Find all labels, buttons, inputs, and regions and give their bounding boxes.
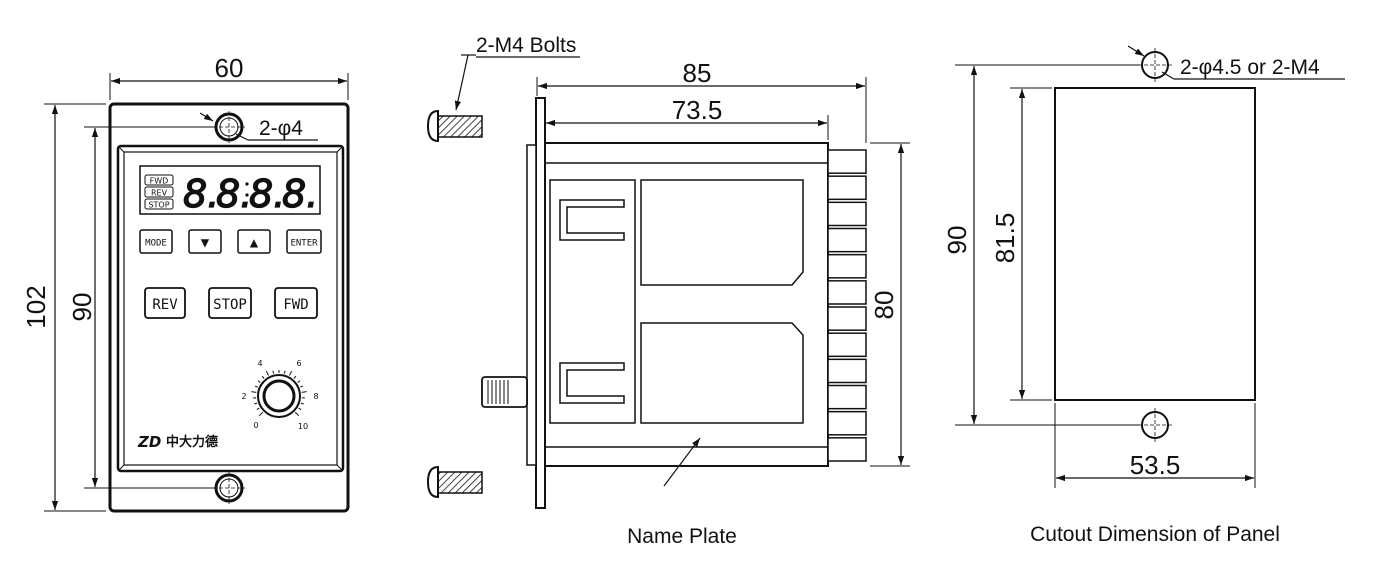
front-inner-height-dim: 90 — [67, 293, 97, 322]
front-outer-height-dim: 102 — [21, 285, 51, 328]
knob-tick — [254, 402, 258, 405]
terminal-fin — [827, 227, 867, 253]
status-indicators: FWD REV STOP — [144, 174, 174, 210]
down-button[interactable]: ▼ — [188, 229, 222, 254]
knob-scale-ticks — [251, 370, 307, 417]
knob-label-6: 6 — [296, 359, 301, 368]
knob-tick — [301, 391, 307, 393]
knob-label-8: 8 — [313, 392, 318, 401]
upper-bolt — [426, 109, 483, 143]
terminal-fin — [827, 280, 867, 305]
terminal-block — [827, 149, 867, 462]
knob-tick — [261, 375, 265, 379]
enter-button-label: ENTER — [290, 239, 318, 249]
terminal-fin — [827, 437, 867, 462]
terminal-fin — [827, 175, 867, 201]
knob-label-0: 0 — [253, 421, 258, 430]
status-stop: STOP — [148, 201, 169, 210]
knob-tick — [265, 370, 270, 376]
terminal-fin — [827, 384, 867, 410]
front-width-dim: 60 — [215, 53, 244, 83]
terminal-fin — [827, 332, 867, 358]
cutout-hole-label: 2-φ4.5 or 2-M4 — [1180, 56, 1320, 79]
mode-button-label: MODE — [145, 239, 167, 249]
knob-tick — [283, 370, 286, 374]
lower-bolt — [426, 465, 483, 499]
name-plate-lower — [640, 322, 804, 424]
knob-label-2: 2 — [241, 392, 246, 401]
digit-4: 8. — [282, 172, 318, 216]
cutout-inner-height-dim: 81.5 — [990, 213, 1020, 264]
cutout-width-dim: 53.5 — [1130, 450, 1181, 480]
front-view: 2-φ4 FWD REV STOP 8. 8. 8. 8. MODE ▼ — [21, 53, 350, 513]
brand-logo: ZD — [137, 433, 161, 451]
knob-tick — [300, 385, 304, 388]
side-height-dim: 80 — [869, 291, 899, 320]
terminal-fin — [827, 149, 867, 174]
knob-tick — [294, 411, 300, 417]
knob-tick — [297, 380, 301, 383]
panel-cutout — [1054, 87, 1256, 401]
fwd-button-label: FWD — [283, 297, 308, 313]
knob-tick — [251, 391, 257, 393]
fwd-button[interactable]: FWD — [274, 287, 318, 319]
bolts-label: 2-M4 Bolts — [476, 34, 576, 57]
brand-name: 中大力德 — [166, 434, 218, 450]
status-rev: REV — [151, 189, 168, 198]
terminal-fin — [827, 358, 867, 384]
stop-button-label: STOP — [213, 297, 247, 313]
terminal-fin — [827, 201, 867, 227]
name-plate-upper — [640, 179, 804, 286]
knob-tick — [298, 407, 302, 411]
side-inner-depth-dim: 73.5 — [672, 95, 723, 125]
seven-segment-display: 8. 8. 8. 8. — [182, 171, 319, 216]
speed-knob[interactable]: 0 2 4 6 8 10 — [241, 359, 318, 431]
mode-button[interactable]: MODE — [139, 229, 173, 254]
knob-label-10: 10 — [298, 422, 308, 431]
enter-button[interactable]: ENTER — [286, 229, 322, 254]
rev-button-label: REV — [152, 297, 178, 313]
front-flange — [535, 97, 546, 509]
terminal-fin — [827, 306, 867, 331]
knob-tick — [256, 407, 260, 411]
rev-button[interactable]: REV — [144, 287, 186, 319]
knob-tick — [293, 375, 297, 379]
knob-tick — [258, 411, 264, 417]
knob-tick — [272, 370, 275, 374]
terminal-fin — [827, 253, 867, 279]
side-outer-depth-dim: 85 — [683, 58, 712, 88]
knob-tick — [300, 402, 304, 405]
side-view: 2-M4 Bolts 85 73.5 80 Name Plate — [426, 34, 910, 548]
terminal-fin — [827, 410, 867, 436]
down-arrow-icon: ▼ — [201, 235, 210, 251]
knob-tick — [257, 380, 261, 383]
cutout-view: 2-φ4.5 or 2-M4 90 81.5 53.5 Cutout Dimen… — [942, 45, 1345, 546]
up-arrow-icon: ▲ — [250, 235, 259, 251]
stop-button[interactable]: STOP — [208, 287, 252, 319]
knob-label-4: 4 — [257, 359, 262, 368]
cutout-caption: Cutout Dimension of Panel — [1030, 523, 1280, 546]
knob-tick — [288, 370, 293, 376]
digit-3: 8. — [249, 172, 285, 216]
front-hole-label: 2-φ4 — [259, 117, 303, 140]
name-plate-caption: Name Plate — [627, 525, 737, 548]
cutout-outer-height-dim: 90 — [942, 226, 972, 255]
up-button[interactable]: ▲ — [237, 229, 271, 254]
digit-1: 8. — [183, 172, 219, 216]
status-fwd: FWD — [150, 177, 169, 186]
knob-tick — [254, 385, 258, 388]
